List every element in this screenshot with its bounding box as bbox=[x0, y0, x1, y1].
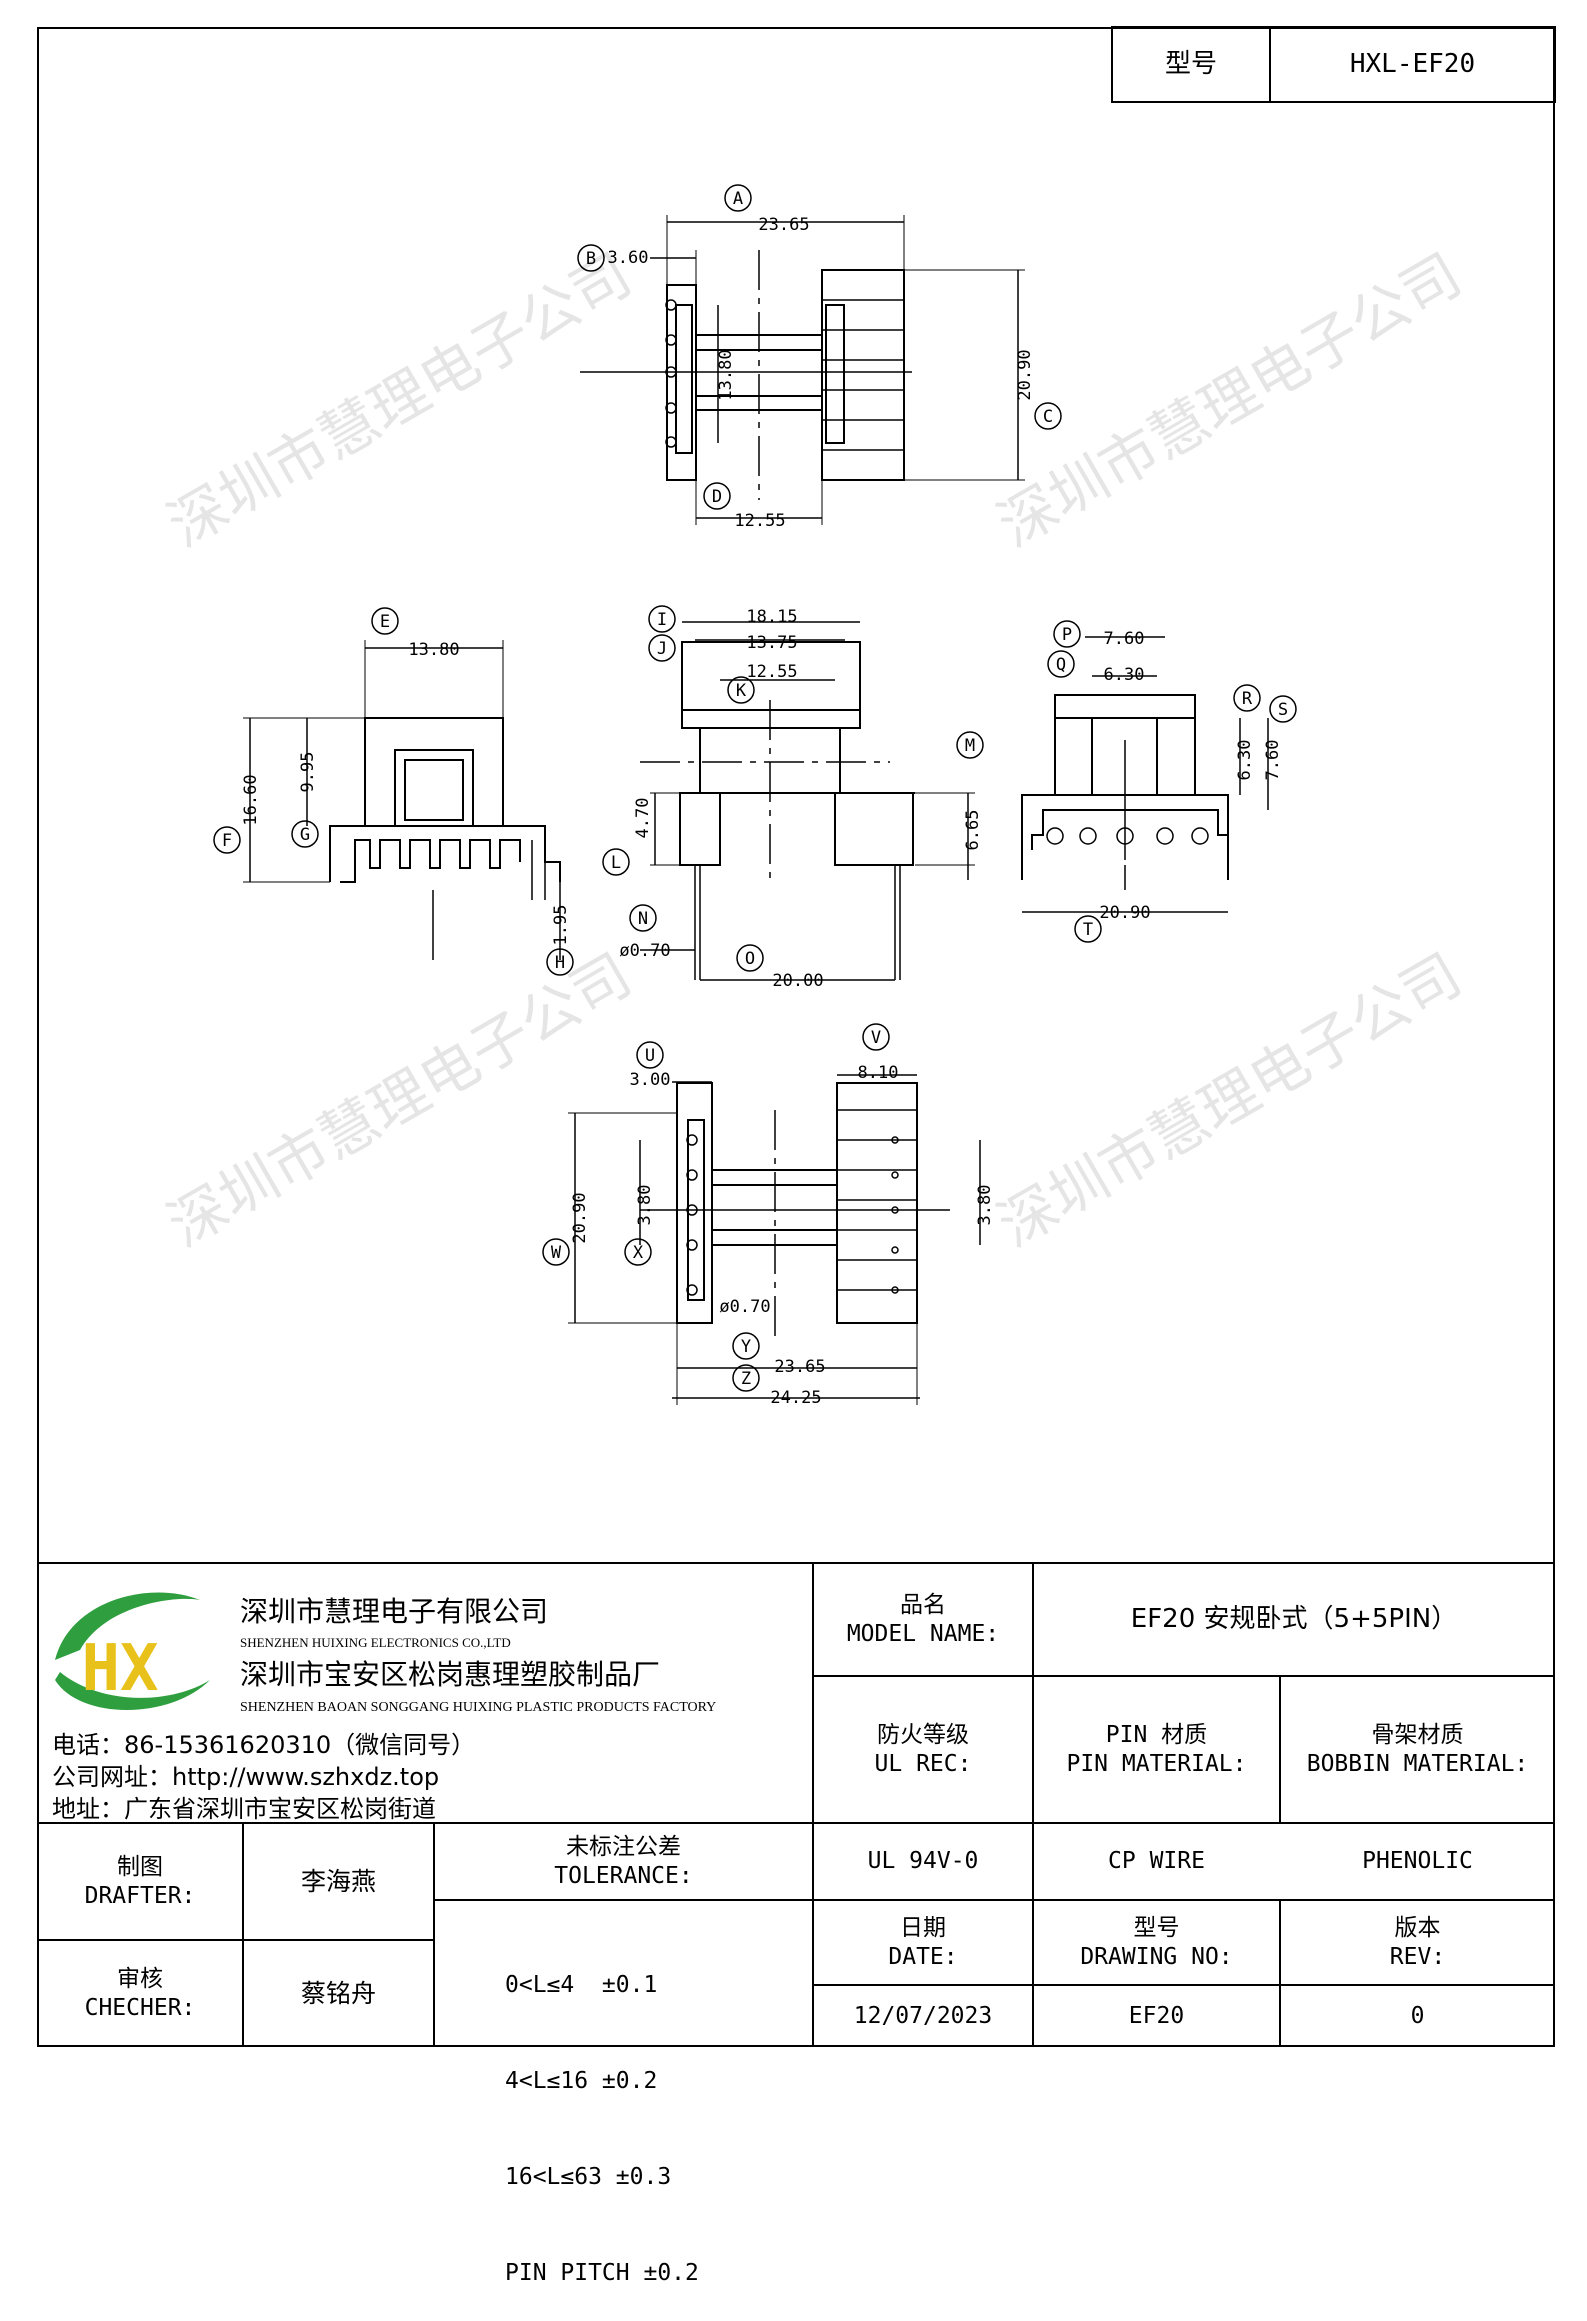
header-model-value: HXL-EF20 bbox=[1349, 49, 1476, 80]
dim-E: 13.80 bbox=[408, 640, 459, 660]
company-logo bbox=[55, 1592, 210, 1710]
tolerance-line: 0<L≤4 ±0.1 bbox=[505, 1972, 658, 1998]
marker-E: E bbox=[380, 612, 390, 632]
marker-N: N bbox=[638, 909, 648, 929]
dim-B: 3.60 bbox=[608, 248, 649, 268]
dim-S: 7.60 bbox=[1263, 740, 1283, 781]
marker-S: S bbox=[1278, 700, 1288, 720]
front-view bbox=[602, 605, 984, 981]
dim-H: 1.95 bbox=[551, 905, 571, 946]
dim-X: 3.80 bbox=[635, 1185, 655, 1226]
company-phone: 电话：86-15361620310（微信同号） bbox=[52, 1731, 476, 1759]
company-website: 公司网址：http://www.szhxdz.top bbox=[52, 1763, 440, 1791]
pin-material-value: CP WIRE bbox=[1108, 1848, 1205, 1875]
tolerance-line: 16<L≤63 ±0.3 bbox=[505, 2164, 672, 2190]
drafter-label: 制图 DRAFTER: bbox=[84, 1853, 196, 1909]
dim-I: 18.15 bbox=[746, 607, 797, 627]
tolerance-label: 未标注公差 TOLERANCE: bbox=[554, 1833, 693, 1889]
marker-K: K bbox=[736, 681, 747, 701]
bobbin-material-value: PHENOLIC bbox=[1362, 1848, 1473, 1875]
company-name-cn: 深圳市慧理电子有限公司 bbox=[240, 1595, 549, 1628]
dim-F: 16.60 bbox=[241, 774, 261, 825]
tolerance-line: PIN PITCH ±0.2 bbox=[505, 2260, 699, 2286]
company-address: 地址：广东省深圳市宝安区松岗街道 bbox=[52, 1795, 436, 1823]
dim-pin: ø0.70 bbox=[719, 1297, 770, 1317]
dim-M: 6.65 bbox=[963, 810, 983, 851]
ul-rec-value: UL 94V-0 bbox=[867, 1848, 979, 1875]
marker-A: A bbox=[733, 189, 743, 209]
right-view bbox=[1021, 620, 1297, 943]
dim-O: 20.00 bbox=[772, 971, 823, 991]
dim-G: 9.95 bbox=[298, 752, 318, 793]
drafter-value: 李海燕 bbox=[300, 1866, 376, 1896]
dim-T: 20.90 bbox=[1099, 903, 1150, 923]
date-value: 12/07/2023 bbox=[853, 2002, 993, 2029]
marker-L: L bbox=[611, 853, 621, 873]
drawing-canvas: A B C D 23.65 3.60 12.55 20.90 13.80 E F bbox=[37, 26, 1556, 2047]
header-model-label: 型号 bbox=[1164, 49, 1217, 80]
rev-label: 版本 REV: bbox=[1389, 1914, 1446, 1970]
tolerance-list: 0<L≤4 ±0.1 4<L≤16 ±0.2 16<L≤63 ±0.3 PIN … bbox=[505, 1905, 699, 2321]
dim-Q: 6.30 bbox=[1104, 665, 1145, 685]
checker-value: 蔡铭舟 bbox=[300, 1978, 376, 2008]
dim-X2: 3.80 bbox=[975, 1185, 995, 1226]
bobbin-material-label: 骨架材质 BOBBIN MATERIAL: bbox=[1306, 1721, 1529, 1777]
ul-rec-label: 防火等级 UL REC: bbox=[874, 1721, 972, 1777]
dim-Z: 24.25 bbox=[770, 1388, 821, 1408]
header-box bbox=[1111, 26, 1556, 103]
marker-W: W bbox=[551, 1243, 562, 1263]
marker-J: J bbox=[657, 639, 667, 659]
marker-P: P bbox=[1062, 625, 1072, 645]
rev-value: 0 bbox=[1410, 2002, 1425, 2029]
marker-V: V bbox=[871, 1028, 881, 1048]
dim-C: 20.90 bbox=[1015, 349, 1035, 400]
marker-D: D bbox=[712, 487, 722, 507]
dim-W: 20.90 bbox=[570, 1192, 590, 1243]
title-block-grid bbox=[37, 1562, 1555, 2047]
dim-A: 23.65 bbox=[758, 215, 809, 235]
factory-name-cn: 深圳市宝安区松岗惠理塑胶制品厂 bbox=[240, 1658, 661, 1691]
dim-V: 8.10 bbox=[858, 1063, 899, 1083]
marker-H: H bbox=[555, 953, 565, 973]
marker-X: X bbox=[633, 1243, 644, 1263]
factory-name-en: SHENZHEN BAOAN SONGGANG HUIXING PLASTIC … bbox=[240, 1700, 717, 1715]
company-name-en: SHENZHEN HUIXING ELECTRONICS CO.,LTD bbox=[240, 1635, 511, 1650]
marker-Y: Y bbox=[741, 1337, 751, 1357]
date-label: 日期 DATE: bbox=[888, 1914, 958, 1970]
dim-R: 6.30 bbox=[1235, 740, 1255, 781]
marker-O: O bbox=[745, 949, 755, 969]
pin-material-label: PIN 材质 PIN MATERIAL: bbox=[1066, 1721, 1247, 1777]
dim-inner: 13.80 bbox=[716, 349, 736, 400]
marker-M: M bbox=[965, 736, 975, 756]
marker-Z: Z bbox=[741, 1369, 751, 1389]
dim-N: ø0.70 bbox=[619, 941, 670, 961]
dim-Y: 23.65 bbox=[774, 1357, 825, 1377]
drawing-no-label: 型号 DRAWING NO: bbox=[1080, 1914, 1233, 1970]
tolerance-line: 4<L≤16 ±0.2 bbox=[505, 2068, 658, 2094]
marker-Q: Q bbox=[1056, 655, 1066, 675]
marker-R: R bbox=[1242, 689, 1253, 709]
dim-U: 3.00 bbox=[630, 1070, 671, 1090]
dim-D: 12.55 bbox=[734, 511, 785, 531]
top-view bbox=[577, 184, 1062, 525]
model-name-label: 品名 MODEL NAME: bbox=[846, 1591, 1000, 1647]
dim-K: 12.55 bbox=[746, 662, 797, 682]
marker-T: T bbox=[1083, 920, 1093, 940]
model-name-value: EF20 安规卧式（5+5PIN） bbox=[1130, 1604, 1458, 1635]
marker-C: C bbox=[1043, 407, 1053, 427]
drawing-no-value: EF20 bbox=[1128, 2002, 1185, 2029]
logo-letters: HX bbox=[81, 1632, 158, 1706]
marker-I: I bbox=[657, 610, 667, 630]
dim-J: 13.75 bbox=[746, 633, 797, 653]
marker-F: F bbox=[222, 831, 232, 851]
checker-label: 审核 CHECHER: bbox=[84, 1965, 196, 2021]
marker-B: B bbox=[586, 249, 596, 269]
dim-L: 4.70 bbox=[633, 798, 653, 839]
drawing-frame bbox=[37, 27, 1555, 2047]
marker-G: G bbox=[300, 825, 310, 845]
bottom-view bbox=[542, 1023, 981, 1405]
left-view bbox=[213, 607, 574, 976]
marker-U: U bbox=[645, 1046, 655, 1066]
dim-P: 7.60 bbox=[1104, 629, 1145, 649]
